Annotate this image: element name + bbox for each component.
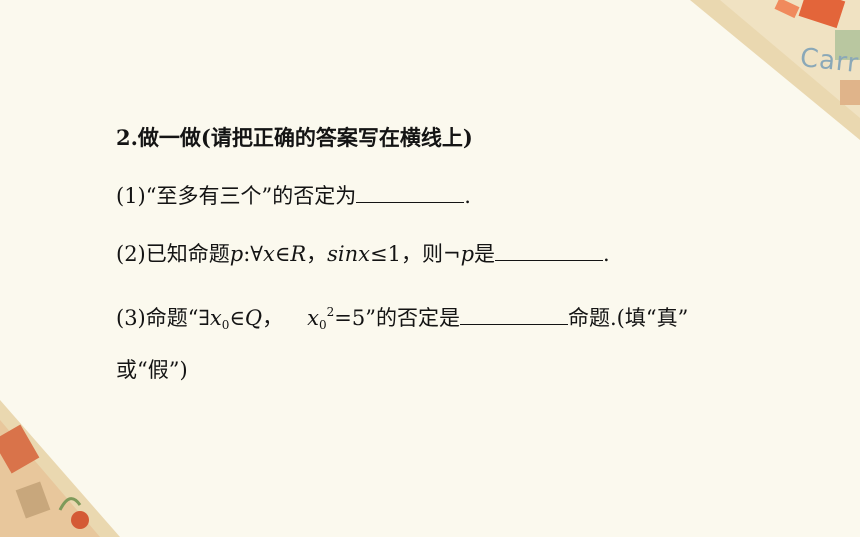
question-1: (1)“至多有三个”的否定为. [116,176,836,234]
question-2-is: 是 [474,242,496,266]
question-3: (3)命题“∃x0∈Q，x02=5”的否定是命题.(填“真” [116,292,836,350]
answer-blank-3[interactable] [459,302,568,325]
set-q: Q [244,306,263,330]
variable-x0-squared: x [307,306,319,330]
superscript-2: 2 [326,305,335,319]
subscript-0: 0 [221,318,230,332]
question-2: (2)已知命题p:∀x∈R，sinx≤1，则¬p是. [116,234,836,292]
subscript-0-b: 0 [318,318,327,332]
variable-x0: x [209,306,222,330]
question-1-end: . [464,184,471,208]
corner-decoration-bottom-left [0,400,120,537]
question-3-continuation: 或“假”) [116,358,188,382]
question-2-end: . [603,242,610,266]
carrot-label-decoration: Carr [798,42,860,80]
element-of-symbol-q: ∈ [229,306,245,330]
exercise-content: 2.做一做(请把正确的答案写在横线上) (1)“至多有三个”的否定为. (2)已… [116,118,836,408]
corner-decoration-top-right [690,0,860,140]
question-3-post: 命题.(填“真” [567,306,689,330]
question-3-prefix: 命题“∃ [145,306,210,330]
equation-tail: =5”的否定是 [334,306,460,330]
exercise-heading: 2.做一做(请把正确的答案写在横线上) [116,125,473,150]
forall-symbol: :∀ [243,242,263,266]
set-r: R [290,242,307,266]
element-of-symbol: ∈ [274,242,291,266]
question-3-number: (3) [116,306,146,330]
proposition-p-negated: p [460,242,475,266]
comma: ， [306,242,328,266]
sin-x: sinx [327,242,371,266]
question-2-prefix: 已知命题 [145,242,230,266]
answer-blank-1[interactable] [356,180,465,203]
answer-blank-2[interactable] [495,238,604,261]
question-1-text: “至多有三个”的否定为 [145,184,357,208]
inequality-text: ≤1，则¬ [370,242,461,266]
comma-q: ， [262,306,284,330]
question-2-number: (2) [116,242,146,266]
variable-x: x [262,242,275,266]
proposition-p: p [229,242,244,266]
question-1-number: (1) [116,184,146,208]
